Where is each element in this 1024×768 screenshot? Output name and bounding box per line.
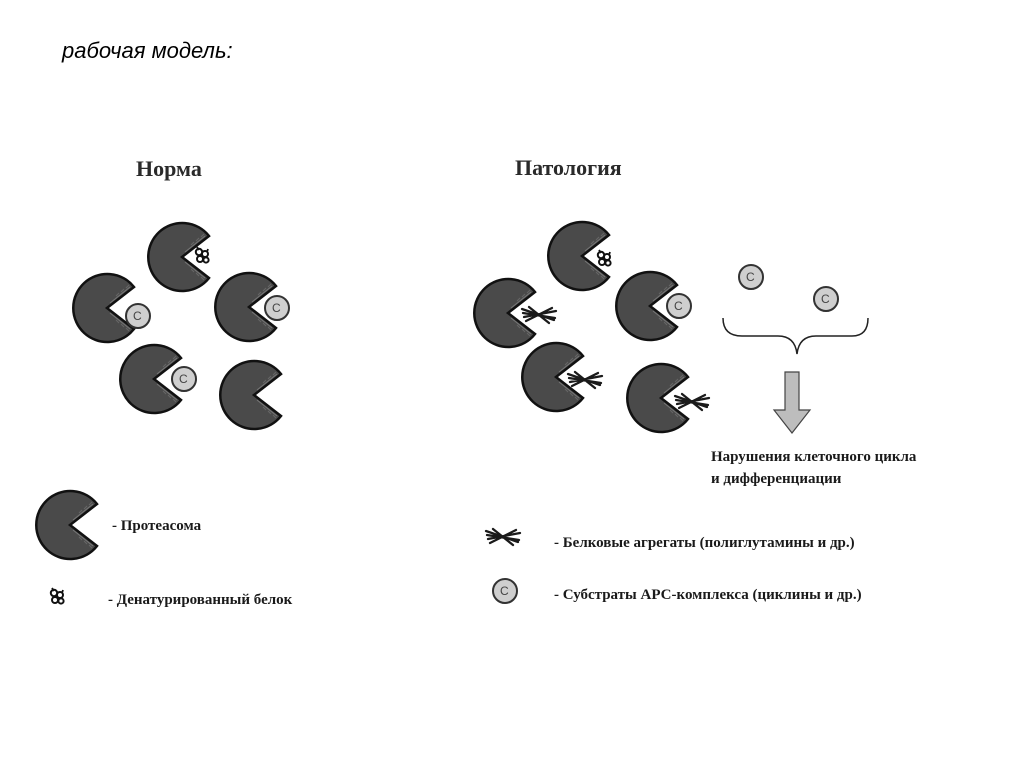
pathology-panel-title: Патология	[515, 155, 622, 180]
substrate-letter: C	[746, 270, 755, 284]
down-arrow-icon	[772, 371, 812, 434]
substrate-letter: C	[821, 292, 830, 306]
substrate-letter: C	[179, 372, 188, 386]
legend-proteasome-icon	[35, 489, 99, 561]
denatured-protein-icon	[194, 246, 210, 264]
outcome-line-1: Нарушения клеточного цикла	[711, 449, 917, 465]
outcome-line-2: и дифференциации	[711, 471, 842, 487]
substrate-letter: C	[133, 309, 142, 323]
legend-proteasome-label: - Протеасома	[112, 518, 202, 534]
page-title: рабочая модель:	[62, 38, 233, 63]
legend-denatured-protein-icon	[49, 587, 65, 605]
legend-apc-substrates-label: - Субстраты АРС-комплекса (циклины и др.…	[554, 587, 862, 603]
substrate-letter: C	[674, 299, 683, 313]
outcome-text: Нарушения клеточного цикла и дифференциа…	[711, 446, 916, 490]
proteasome-icon	[72, 272, 136, 344]
proteasome-icon	[219, 359, 283, 431]
substrate-letter: C	[272, 301, 281, 315]
substrate-letter: C	[500, 584, 509, 598]
protein-aggregate-icon	[673, 392, 711, 412]
legend-aggregates-label: - Белковые агрегаты (полиглутамины и др.…	[554, 535, 855, 551]
legend-aggregate-icon	[484, 527, 522, 547]
protein-aggregate-icon	[520, 305, 558, 325]
denatured-protein-icon	[596, 249, 612, 267]
proteasome-icon	[547, 220, 611, 292]
normal-panel-title: Норма	[136, 156, 202, 181]
protein-aggregate-icon	[566, 370, 604, 390]
grouping-brace	[722, 317, 869, 355]
legend-denatured-protein-label: - Денатурированный белок	[108, 592, 293, 608]
